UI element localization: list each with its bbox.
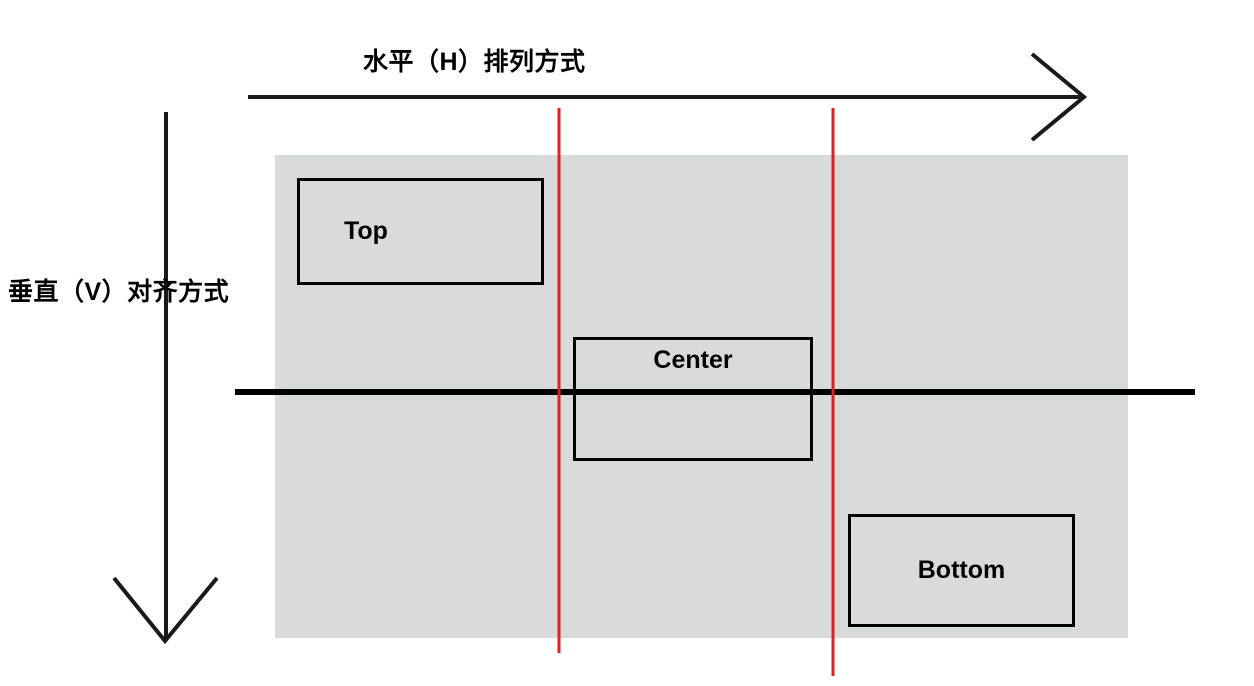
alignment-box-bottom[interactable]: Bottom bbox=[848, 514, 1075, 627]
alignment-box-center[interactable]: Center bbox=[573, 337, 813, 461]
vertical-axis-label: 垂直（V）对齐方式 bbox=[8, 278, 230, 306]
vertical-axis-arrow bbox=[112, 112, 219, 645]
alignment-box-top[interactable]: Top bbox=[297, 178, 544, 285]
alignment-box-center-label: Center bbox=[653, 346, 733, 374]
alignment-box-top-label: Top bbox=[344, 217, 388, 245]
alignment-box-bottom-label: Bottom bbox=[917, 556, 1006, 584]
alignment-area-panel bbox=[275, 155, 1128, 638]
horizontal-axis-label: 水平（H）排列方式 bbox=[363, 48, 586, 76]
